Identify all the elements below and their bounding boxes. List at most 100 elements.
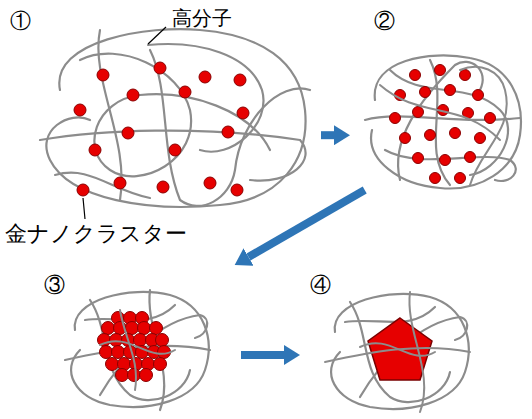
- gold-nanocluster: [157, 181, 169, 193]
- polymer-chain: [100, 341, 175, 354]
- polymer-chain: [371, 55, 521, 188]
- leader-line: [83, 198, 85, 219]
- gold-nanocluster: [169, 144, 181, 156]
- gold-nanocluster: [89, 144, 101, 156]
- gold-nanocluster: [154, 62, 166, 74]
- gold-nanocluster: [127, 89, 139, 101]
- gold-nanocluster: [450, 128, 461, 139]
- panel-number: ④: [310, 273, 496, 298]
- polymer-chain: [380, 85, 500, 140]
- panel-number: ①: [10, 9, 321, 34]
- panel-number: ③: [44, 273, 241, 298]
- gold-nanocluster: [222, 126, 234, 138]
- part-label: 金ナノクラスター: [5, 221, 187, 247]
- gold-nanocluster: [420, 87, 431, 98]
- gold-nanocluster: [413, 153, 424, 164]
- gold-nanocluster: [179, 86, 191, 98]
- flow-arrow: [241, 351, 284, 359]
- gold-nanocluster: [231, 184, 243, 196]
- gold-nanocluster: [77, 184, 89, 196]
- polymer-chain: [65, 290, 210, 410]
- panel-region: ③: [30, 265, 241, 415]
- illustration: [331, 294, 469, 409]
- gold-nanocluster: [473, 90, 484, 101]
- gold-nanocluster: [112, 346, 125, 359]
- gold-nanocluster: [400, 133, 411, 144]
- panel-number: ②: [374, 9, 532, 34]
- gold-nanocluster: [128, 369, 141, 382]
- polymer-chain: [360, 343, 435, 356]
- gold-nanocluster: [425, 130, 436, 141]
- polymer-chain: [430, 60, 450, 185]
- gold-nanocluster: [110, 334, 123, 347]
- gold-nanocluster: [234, 74, 246, 86]
- gold-nanocluster: [485, 113, 496, 124]
- polymer-chain: [40, 29, 310, 207]
- gold-nanocluster: [138, 322, 151, 335]
- gold-nanocluster: [410, 70, 421, 81]
- gold-nanocluster: [126, 322, 139, 335]
- leader-line: [148, 27, 166, 44]
- gold-nanocluster: [199, 71, 211, 83]
- polymer-chain: [120, 310, 136, 390]
- polymer-chain: [365, 116, 520, 120]
- gold-nanocluster: [140, 369, 153, 382]
- gold-nanocluster: [465, 152, 476, 163]
- polymer-chain: [385, 150, 516, 181]
- gold-nanocluster: [150, 322, 163, 335]
- polymer-chain: [325, 348, 470, 362]
- gold-nanocluster: [204, 177, 216, 189]
- flow-arrow: [321, 131, 334, 139]
- gold-nanocluster: [237, 107, 249, 119]
- polymer-chain: [100, 310, 175, 390]
- polymer-chain: [150, 50, 310, 206]
- panel-region: ④: [300, 265, 496, 415]
- gold-nanocluster: [102, 322, 115, 335]
- gold-nanocluster: [122, 127, 134, 139]
- polymer-chain: [398, 62, 483, 180]
- gold-nanocluster: [154, 358, 167, 371]
- polymer-chain: [331, 294, 469, 409]
- leader-line: [83, 27, 166, 219]
- gold-nanocluster: [156, 334, 169, 347]
- part-label: 高分子: [172, 6, 232, 30]
- gold-nanocluster: [455, 173, 466, 184]
- flow-arrow: [249, 190, 365, 257]
- gold-nanocluster: [116, 369, 129, 382]
- gold-nanocluster: [98, 312, 171, 382]
- polymer-chain: [345, 307, 435, 322]
- polymer-chain: [55, 173, 150, 198]
- panel-region: ①: [5, 5, 321, 215]
- gold-nanocluster: [74, 104, 86, 116]
- polymer-chain: [380, 67, 507, 185]
- gold-nanocluster: [390, 113, 401, 124]
- polymer-chain: [98, 30, 121, 200]
- gold-nanocluster: [97, 69, 109, 81]
- polymer-chain: [100, 315, 207, 395]
- polymer-chain: [390, 70, 508, 175]
- gold-nanocluster: [435, 65, 446, 76]
- polymer-chain: [365, 55, 521, 188]
- polymer-chain: [325, 292, 470, 412]
- panel-region: ②: [350, 5, 532, 190]
- polymer-chain: [148, 44, 264, 152]
- gold-nanocluster: [114, 177, 126, 189]
- gold-nanocluster: [100, 346, 113, 359]
- illustration: [325, 292, 470, 412]
- polymer-chain: [331, 294, 469, 409]
- polymer-chain: [80, 54, 270, 177]
- gold-nanocluster: [106, 358, 119, 371]
- gold-nanocluster: [460, 70, 471, 81]
- polymer-chain: [409, 292, 424, 412]
- polymer-chain: [71, 292, 209, 407]
- gold-nanocluster: [134, 334, 147, 347]
- gold-nanocluster: [475, 133, 486, 144]
- gold-nanocluster: [430, 173, 441, 184]
- gold-nanocluster: [440, 155, 451, 166]
- gold-nanocluster: [74, 62, 249, 196]
- gold-nanocluster: [413, 107, 424, 118]
- gold-nanocluster: [445, 85, 456, 96]
